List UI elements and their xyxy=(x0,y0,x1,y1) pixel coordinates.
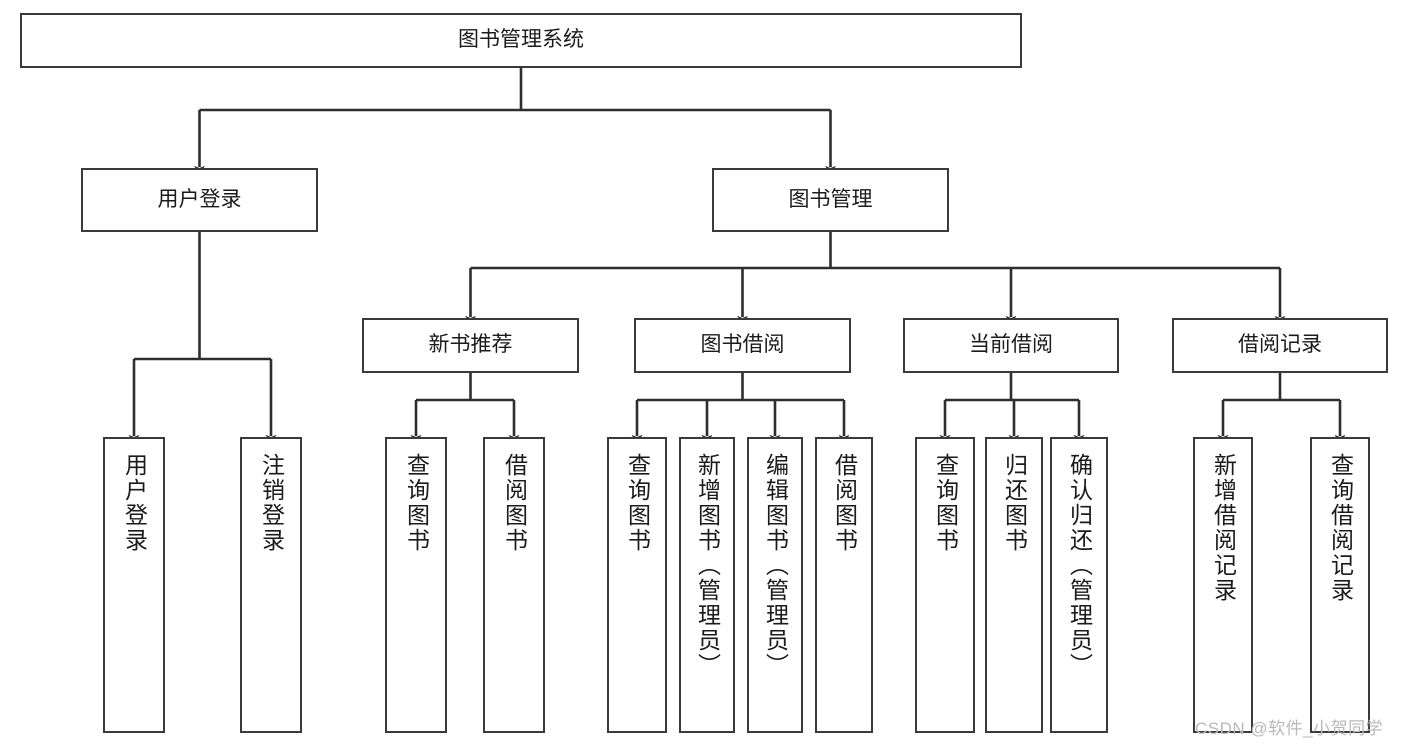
node-label: 当前借阅 xyxy=(969,333,1053,357)
node-book-borrow[interactable]: 图书借阅 xyxy=(634,318,851,373)
leaf-borrow-book-recommend[interactable]: 借阅图书 xyxy=(483,437,545,733)
leaf-confirm-return-admin[interactable]: 确认归还（管理员） xyxy=(1050,437,1108,733)
node-label: 注销登录 xyxy=(258,453,285,553)
node-label: 确认归还（管理员） xyxy=(1066,453,1093,678)
leaf-user-login[interactable]: 用户登录 xyxy=(103,437,165,733)
node-label: 图书管理 xyxy=(788,187,873,211)
node-label: 借阅记录 xyxy=(1238,333,1322,357)
node-book-management[interactable]: 图书管理 xyxy=(712,168,949,232)
node-label: 归还图书 xyxy=(1001,453,1028,553)
node-label: 编辑图书（管理员） xyxy=(762,453,789,678)
csdn-watermark: CSDN @软件_小贺同学 xyxy=(1195,719,1384,738)
node-label: 图书管理系统 xyxy=(458,28,584,52)
leaf-add-borrow-record[interactable]: 新增借阅记录 xyxy=(1193,437,1253,733)
node-label: 查询图书 xyxy=(932,453,959,553)
node-label: 用户登录 xyxy=(121,453,148,553)
node-label: 新增借阅记录 xyxy=(1210,453,1237,603)
node-borrow-record[interactable]: 借阅记录 xyxy=(1172,318,1388,373)
node-label: 新书推荐 xyxy=(428,333,513,357)
node-user-login[interactable]: 用户登录 xyxy=(81,168,318,232)
leaf-return-book[interactable]: 归还图书 xyxy=(985,437,1043,733)
leaf-query-book-current[interactable]: 查询图书 xyxy=(915,437,975,733)
node-current-borrow[interactable]: 当前借阅 xyxy=(903,318,1119,373)
node-label: 查询图书 xyxy=(624,453,651,553)
leaf-query-borrow-record[interactable]: 查询借阅记录 xyxy=(1310,437,1370,733)
node-label: 用户登录 xyxy=(157,187,242,211)
leaf-edit-book-admin[interactable]: 编辑图书（管理员） xyxy=(747,437,803,733)
node-label: 图书借阅 xyxy=(700,333,785,357)
leaf-logout[interactable]: 注销登录 xyxy=(240,437,302,733)
edge-paths xyxy=(128,68,1346,444)
node-label: 查询图书 xyxy=(403,453,430,553)
node-label: 借阅图书 xyxy=(831,453,858,553)
leaf-add-book-admin[interactable]: 新增图书（管理员） xyxy=(679,437,735,733)
node-label: 查询借阅记录 xyxy=(1327,453,1354,603)
node-label: 借阅图书 xyxy=(501,453,528,553)
leaf-query-book-recommend[interactable]: 查询图书 xyxy=(385,437,447,733)
leaf-borrow-book[interactable]: 借阅图书 xyxy=(815,437,873,733)
node-new-book-recommendation[interactable]: 新书推荐 xyxy=(362,318,579,373)
node-label: 新增图书（管理员） xyxy=(694,453,721,678)
leaf-query-book-borrow[interactable]: 查询图书 xyxy=(607,437,667,733)
node-root-system[interactable]: 图书管理系统 xyxy=(20,13,1022,68)
